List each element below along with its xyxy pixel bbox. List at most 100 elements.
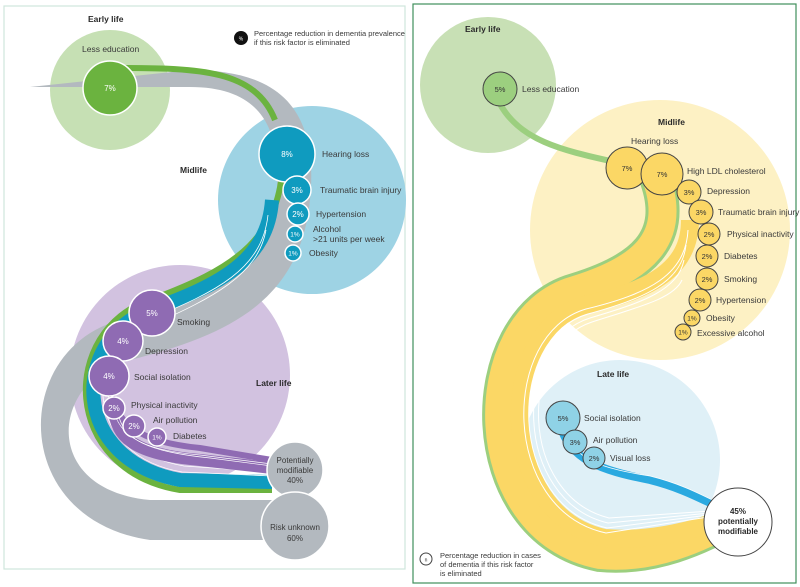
factor-label: Obesity bbox=[309, 248, 339, 258]
factor-label: Less education bbox=[82, 44, 139, 54]
outcome-label: modifiable bbox=[718, 527, 759, 536]
stage-label-midlife: Midlife bbox=[180, 165, 207, 175]
legend-line-2: if this risk factor is eliminated bbox=[254, 38, 350, 47]
factor-circle-high-ldl bbox=[640, 152, 684, 196]
factor-label: Visual loss bbox=[610, 453, 650, 463]
legend-symbol bbox=[234, 31, 248, 45]
outcome-potentially-modifiable bbox=[703, 487, 773, 557]
legend-symbol bbox=[419, 552, 433, 566]
factor-pct: 7% bbox=[104, 84, 116, 93]
factor-label: Hearing loss bbox=[322, 149, 369, 159]
factor-pct: 4% bbox=[117, 337, 129, 346]
factor-circle-smoking bbox=[695, 267, 719, 291]
factor-circle-less-education bbox=[82, 60, 138, 116]
factor-circle-hypertension bbox=[286, 202, 310, 226]
factor-pct: 5% bbox=[495, 85, 506, 94]
legend-line-1: Percentage reduction in dementia prevale… bbox=[254, 29, 405, 38]
outcome-label: Risk unknown bbox=[270, 523, 320, 532]
factor-label: Physical inactivity bbox=[131, 400, 198, 410]
stage-label-early-life: Early life bbox=[465, 24, 501, 34]
factor-label: Diabetes bbox=[173, 431, 207, 441]
legend-line-3: is eliminated bbox=[440, 569, 482, 578]
stage-label-midlife: Midlife bbox=[658, 117, 685, 127]
early-flow bbox=[119, 65, 278, 122]
factor-circle-alcohol bbox=[286, 225, 304, 243]
factor-label: Air pollution bbox=[153, 415, 198, 425]
factor-pct: 2% bbox=[702, 275, 713, 284]
outcome-label: Potentially bbox=[277, 456, 314, 465]
factor-circle-obesity bbox=[284, 244, 302, 262]
stage-label-late-life: Late life bbox=[597, 369, 629, 379]
factor-circle-visual-loss bbox=[582, 446, 606, 470]
factor-pct: 5% bbox=[146, 309, 158, 318]
factor-circle-physical-inactivity bbox=[102, 396, 126, 420]
stage-label-later-life: Later life bbox=[256, 378, 292, 388]
midlife-flow-lines bbox=[510, 219, 744, 548]
factor-circle-smoking bbox=[128, 289, 176, 337]
factor-pct: 2% bbox=[108, 404, 120, 413]
factor-label: Social isolation bbox=[584, 413, 641, 423]
outcome-label: potentially bbox=[718, 517, 759, 526]
legend-line-1: Percentage reduction in cases bbox=[440, 551, 541, 560]
factor-label: High LDL cholesterol bbox=[687, 166, 766, 176]
left-panel: 7% Early life Less education % Percentag… bbox=[3, 5, 406, 570]
factor-label: Physical inactivity bbox=[727, 229, 794, 239]
factor-label: Social isolation bbox=[134, 372, 191, 382]
factor-pct: 8% bbox=[281, 150, 293, 159]
factor-pct: 1% bbox=[678, 330, 688, 337]
factor-circle-hypertension bbox=[688, 288, 712, 312]
factor-label: Hypertension bbox=[316, 209, 366, 219]
factor-label: Smoking bbox=[724, 274, 757, 284]
factor-label: Depression bbox=[707, 186, 750, 196]
factor-pct: 2% bbox=[128, 422, 140, 431]
factor-pct: 4% bbox=[103, 372, 115, 381]
factor-circle-air-pollution bbox=[562, 429, 588, 455]
factor-circle-tbi bbox=[688, 199, 714, 225]
factor-pct: 2% bbox=[589, 454, 600, 463]
factor-circle-diabetes bbox=[695, 244, 719, 268]
factor-label: Hearing loss bbox=[631, 136, 678, 146]
legend-symbol-text: n bbox=[425, 557, 428, 563]
legend-line-2: of dementia if this risk factor bbox=[440, 560, 534, 569]
factor-pct: 3% bbox=[696, 208, 707, 217]
factor-label-sub: >21 units per week bbox=[313, 234, 385, 244]
factor-label: Smoking bbox=[177, 317, 210, 327]
right-panel: Early life 5% Less education Midlife Hea… bbox=[412, 3, 800, 584]
factor-pct: 5% bbox=[558, 414, 569, 423]
factor-label: Less education bbox=[522, 84, 579, 94]
factor-pct: 3% bbox=[291, 186, 303, 195]
factor-pct: 2% bbox=[702, 252, 713, 261]
factor-pct: 1% bbox=[288, 251, 298, 258]
stage-label-early-life: Early life bbox=[88, 14, 124, 24]
factor-pct: 1% bbox=[687, 316, 697, 323]
outcome-label: modifiable bbox=[277, 466, 314, 475]
factor-circle-social-isolation bbox=[545, 400, 581, 436]
factor-pct: 2% bbox=[695, 296, 706, 305]
factor-pct: 1% bbox=[290, 232, 300, 239]
factor-label: Obesity bbox=[706, 313, 736, 323]
factor-circle-social-isolation bbox=[88, 355, 130, 397]
factor-circle-less-education bbox=[482, 71, 518, 107]
factor-label: Alcohol bbox=[313, 224, 341, 234]
factor-pct: 7% bbox=[657, 170, 668, 179]
factor-label: Traumatic brain injury bbox=[320, 185, 402, 195]
factor-pct: 2% bbox=[292, 210, 304, 219]
factor-label: Excessive alcohol bbox=[697, 328, 765, 338]
factor-circle-excessive-alcohol bbox=[674, 323, 692, 341]
factor-pct: 3% bbox=[570, 438, 581, 447]
factor-label: Diabetes bbox=[724, 251, 758, 261]
factor-circle-diabetes bbox=[147, 427, 167, 447]
outcome-value: 45% bbox=[730, 507, 746, 516]
outcome-value: 40% bbox=[287, 476, 303, 485]
factor-circle-depression bbox=[676, 179, 702, 205]
factor-label: Traumatic brain injury bbox=[718, 207, 800, 217]
factor-circle-air-pollution bbox=[122, 414, 146, 438]
factor-label: Depression bbox=[145, 346, 188, 356]
factor-circle-obesity bbox=[683, 309, 701, 327]
factor-pct: 7% bbox=[622, 164, 633, 173]
factor-pct: 1% bbox=[152, 435, 162, 442]
outcome-value: 60% bbox=[287, 534, 303, 543]
outcome-risk-unknown bbox=[260, 491, 330, 561]
legend-symbol-text: % bbox=[239, 36, 244, 42]
